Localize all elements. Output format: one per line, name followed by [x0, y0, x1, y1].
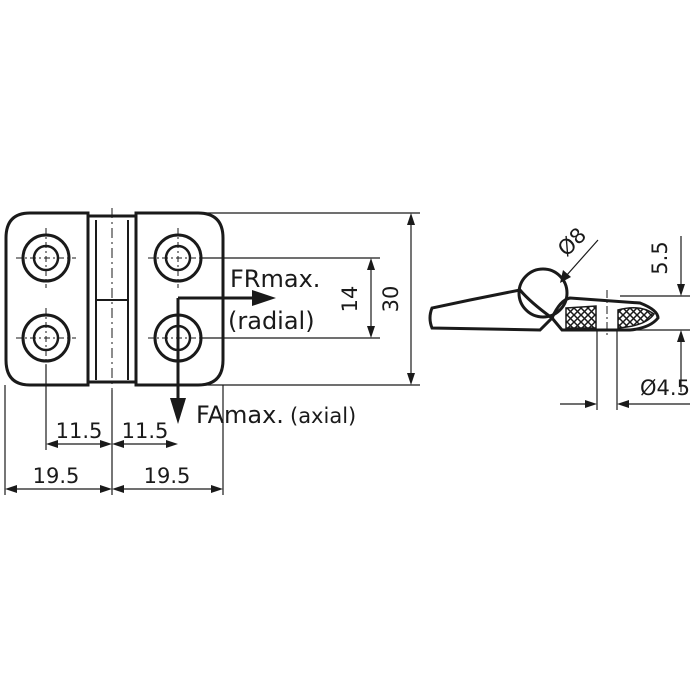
dim-11-5-left: 11.5 — [56, 419, 103, 443]
side-knuckle — [517, 267, 569, 319]
axial-force-sub: (axial) — [290, 404, 356, 428]
axial-arrowhead — [170, 398, 186, 424]
radial-arrowhead — [252, 290, 276, 306]
dim-14-label: 14 — [338, 286, 362, 313]
dim-hole-diameter: Ø4.5 — [640, 376, 690, 400]
side-left-plate — [428, 288, 555, 332]
dim-pin-diameter: Ø8 — [553, 223, 591, 261]
side-hatch-right — [617, 307, 656, 329]
dim-19-5-right: 19.5 — [144, 464, 191, 488]
axial-force-label: FAmax. — [196, 401, 284, 429]
hole-bottom-left — [16, 308, 76, 368]
side-hatch-left — [565, 305, 597, 329]
hole-top-left — [16, 228, 76, 288]
horizontal-dimensions — [4, 365, 224, 495]
vertical-dimensions — [200, 212, 420, 386]
radial-force-sub: (radial) — [228, 307, 315, 335]
hinge-side-view — [428, 236, 690, 410]
dim-11-5-right: 11.5 — [122, 419, 169, 443]
force-arrows — [170, 290, 276, 424]
dim-30-label: 30 — [379, 286, 403, 313]
dim-19-5-left: 19.5 — [33, 464, 80, 488]
side-right-plate — [550, 296, 660, 332]
left-leaf-outline — [4, 211, 90, 387]
hinge-front-view — [4, 208, 225, 390]
dim-5-5-label: 5.5 — [648, 241, 672, 274]
hole-top-right — [148, 228, 208, 288]
radial-force-label: FRmax. — [230, 265, 320, 293]
